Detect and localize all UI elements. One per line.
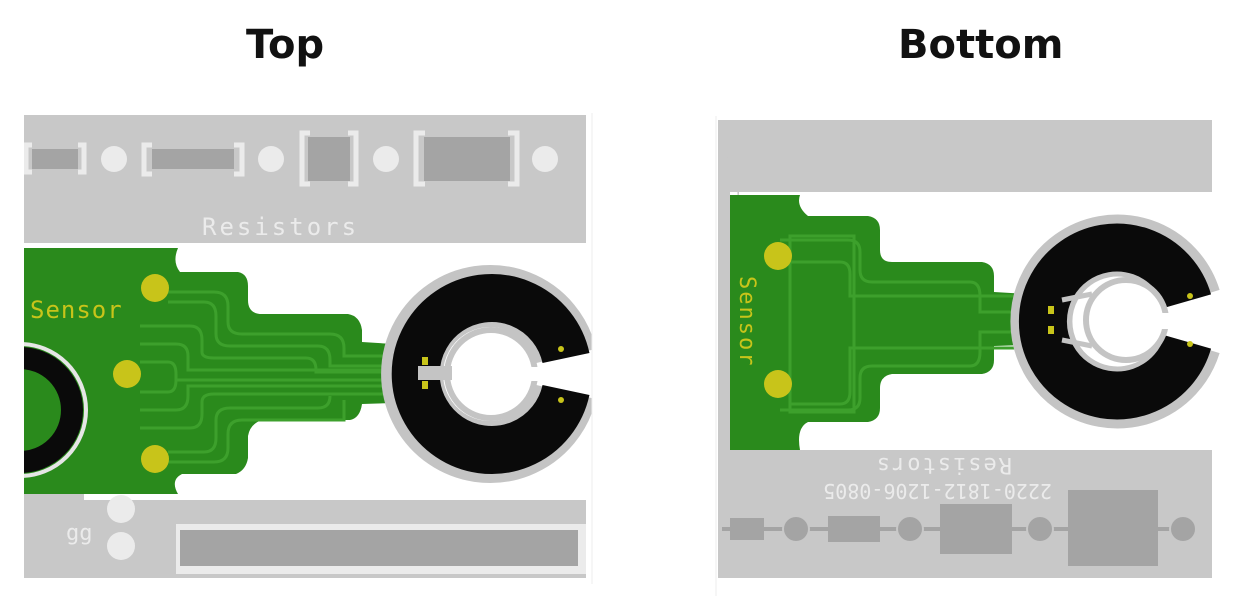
bottom-pcb-traces [780, 238, 1056, 412]
top-panel-gap [24, 494, 84, 500]
bottom-pcb-outline [788, 234, 856, 414]
top-sensor-label: Sensor [30, 296, 123, 324]
bottom-sensor-label: Sensor [734, 276, 759, 367]
bottom-left-edge [718, 192, 730, 450]
bottom-sizes-label: 2220-1812-1206-0805 [823, 479, 1052, 503]
bottom-resistor-vias [782, 515, 1197, 543]
top-board: Resistors gg [24, 115, 592, 578]
top-resistor-vias [101, 146, 558, 172]
top-resistor-pads [32, 137, 510, 181]
bottom-sensor-pads [764, 242, 792, 398]
top-title: Top [246, 22, 325, 68]
top-lower-via [107, 495, 135, 523]
top-mount-hole-ring [24, 347, 83, 473]
top-lower-pad [180, 530, 578, 566]
bottom-upper-panel [718, 120, 1212, 192]
top-heater-ring [381, 265, 592, 483]
top-corner-label: gg [66, 521, 93, 546]
bottom-pcb-body [730, 195, 1060, 450]
top-sensor-pads [113, 274, 169, 473]
bottom-heater-ring [1010, 214, 1220, 429]
top-pcb-traces [140, 290, 420, 464]
bottom-resistor-pads [730, 490, 1158, 566]
bottom-board: Heater Resistors 2220-1812-1206-0805 [718, 120, 1220, 578]
bottom-resistors-label: Resistors [875, 452, 1012, 477]
top-mount-hole-outline [24, 342, 88, 478]
bottom-title: Bottom [898, 22, 1064, 68]
top-resistors-label: Resistors [202, 213, 359, 241]
top-resistor-footprints [24, 130, 520, 187]
top-lower-via [107, 532, 135, 560]
